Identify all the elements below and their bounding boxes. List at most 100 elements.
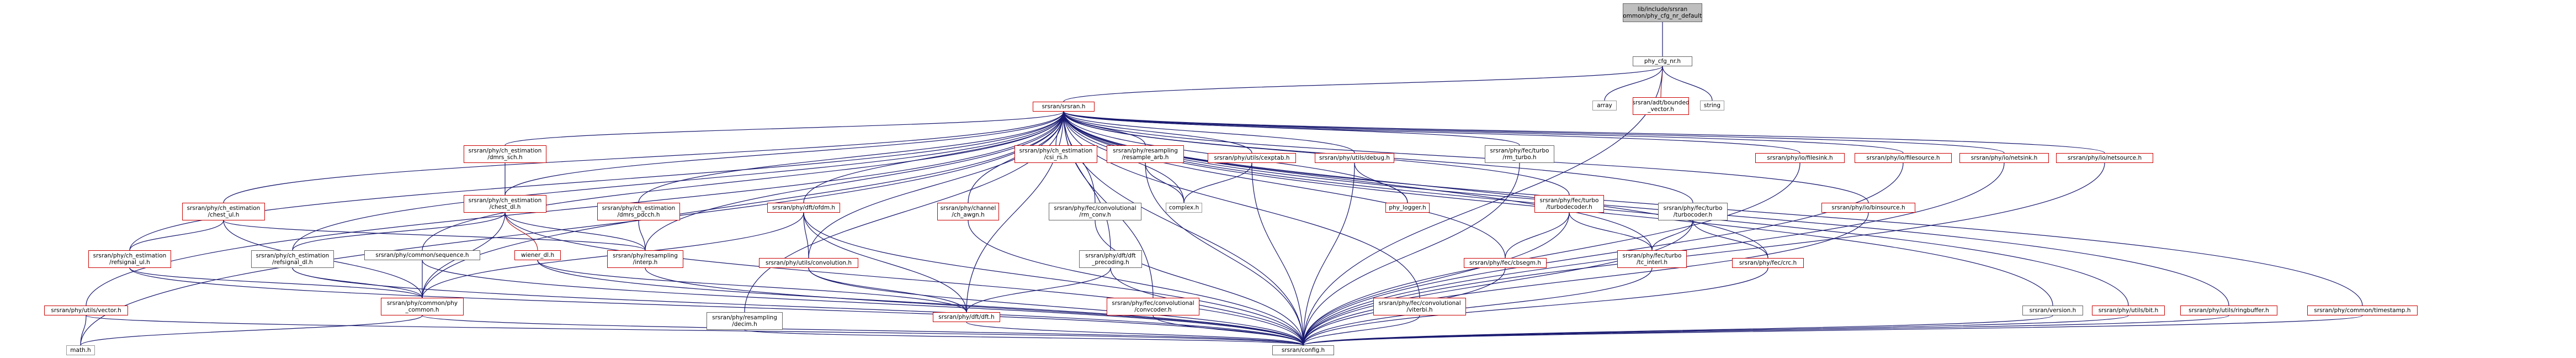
node-interp[interactable]: srsran/phy/resampling/interp.h [607,250,683,268]
edge-node-chest-dl-to-node-interp [504,212,646,251]
node-label: srsran/phy/utils/convolution.h [765,259,852,266]
edge-node-wiener-dl-to-node-config-h [537,260,1304,346]
edge-node-binsource-to-node-config-h [1303,212,1869,346]
edge-node-turbodecoder-to-node-config-h [1303,212,1570,346]
node-label: srsran/phy/utils/bit.h [2098,307,2159,314]
node-label: srsran/phy/fec/cbsegm.h [1469,259,1541,266]
node-label: srsran/phy/fec/convolutional [1378,299,1461,307]
edge-node-filesource-to-node-config-h [1303,162,1904,346]
node-dmrs-pdcch[interactable]: srsran/phy/ch_estimation/dmrs_pdcch.h [597,203,680,220]
node-cexptab[interactable]: srsran/phy/utils/cexptab.h [1208,153,1296,163]
node-phy-common[interactable]: srsran/phy/common/phy_common.h [381,298,464,315]
node-label: _vector.h [1648,106,1674,113]
edge-node-refsignal-dl-to-node-config-h [292,267,1304,346]
edge-node-filesink-to-node-config-h [1303,162,1800,346]
node-phy-cfg-nr[interactable]: phy_cfg_nr.h [1633,56,1692,66]
node-label: /turbocoder.h [1673,212,1713,218]
node-label: /interp.h [633,259,658,266]
node-label: srsran/phy/io/netsink.h [1970,154,2038,161]
node-ringbuffer[interactable]: srsran/phy/utils/ringbuffer.h [2180,306,2277,315]
node-ofdm[interactable]: srsran/phy/dft/ofdm.h [767,203,840,213]
node-label: /rm_turbo.h [1502,154,1537,161]
node-filesource[interactable]: srsran/phy/io/filesource.h [1855,153,1952,163]
edge-node-convolution-to-node-dft [808,267,967,313]
node-label: srsran/phy/io/netsource.h [2067,154,2142,161]
edge-node-phy-common-to-node-config-h [422,315,1304,346]
edge-node-srsran-h-to-node-dmrs-sch [504,111,1064,146]
edge-node-turbodecoder-to-node-tc-interl [1569,212,1653,251]
node-label: srsran/phy/dft/ofdm.h [772,204,836,211]
node-crc[interactable]: srsran/phy/fec/crc.h [1732,258,1804,268]
node-rm-conv[interactable]: srsran/phy/fec/convolutional/rm_conv.h [1049,203,1141,220]
node-wiener-dl[interactable]: wiener_dl.h [514,250,561,260]
node-label: srsran/phy/io/filesink.h [1767,154,1833,161]
node-chest-ul[interactable]: srsran/phy/ch_estimation/chest_ul.h [182,203,265,220]
node-label: srsran/phy/ch_estimation [602,204,676,212]
node-convcoder[interactable]: srsran/phy/fec/convolutional/convcoder.h [1107,298,1199,315]
node-label: /chest_ul.h [208,212,240,218]
node-viterbi[interactable]: srsran/phy/fec/convolutional/viterbi.h [1373,298,1466,315]
node-label: srsran/phy/fec/convolutional [1054,204,1136,212]
node-turbocoder[interactable]: srsran/phy/fec/turbo/turbocoder.h [1658,203,1728,220]
node-bit[interactable]: srsran/phy/utils/bit.h [2092,306,2165,315]
edge-node-srsran-h-to-node-ringbuffer [1063,111,2229,306]
node-bounded-vector[interactable]: srsran/adt/bounded_vector.h [1633,97,1689,115]
node-label: string [1703,102,1721,109]
node-label: math.h [70,346,91,354]
node-refsignal-ul[interactable]: srsran/phy/ch_estimation/refsignal_ul.h [88,250,171,268]
edge-node-netsource-to-node-config-h [1303,162,2105,346]
node-label: /tc_interl.h [1636,259,1668,266]
node-csi-rs[interactable]: srsran/phy/ch_estimation/csi_rs.h [1015,145,1097,163]
node-label: srsran/phy/ch_estimation [93,252,167,259]
edge-node-chest-ul-to-node-refsignal-ul [129,220,224,251]
node-debug[interactable]: srsran/phy/utils/debug.h [1315,153,1394,163]
node-dft-precoding[interactable]: srsran/phy/dft/dft_precoding.h [1079,250,1142,268]
node-root-line1: lib/include/srsran [1637,6,1688,13]
edge-node-crc-to-node-config-h [1303,267,1768,346]
edge-node-vector-to-node-config-h [86,315,1304,346]
edge-node-resample-arb-to-node-complex-h [1145,162,1185,203]
edge-node-refsignal-ul-to-node-phy-common [129,267,423,298]
node-rm-turbo[interactable]: srsran/phy/fec/turbo/rm_turbo.h [1485,145,1554,163]
node-dmrs-sch[interactable]: srsran/phy/ch_estimation/dmrs_sch.h [464,145,546,163]
node-config-h[interactable]: srsran/config.h [1272,345,1334,355]
node-chest-dl[interactable]: srsran/phy/ch_estimation/chest_dl.h [464,195,546,213]
edge-node-turbodecoder-to-node-cbsegm [1505,212,1570,259]
node-label: srsran/phy/fec/turbo [1490,147,1549,154]
node-srsran-h[interactable]: srsran/srsran.h [1033,102,1095,112]
node-phy-logger[interactable]: phy_logger.h [1385,203,1430,213]
node-sequence[interactable]: srsran/phy/common/sequence.h [364,250,480,260]
edge-node-debug-to-node-phy-logger [1354,162,1408,203]
edge-node-ofdm-to-node-convolution [803,212,809,259]
node-binsource[interactable]: srsran/phy/io/binsource.h [1821,203,1915,213]
node-label: srsran/phy/dft/dft.h [938,313,995,320]
node-netsink[interactable]: srsran/phy/io/netsink.h [1959,153,2049,163]
node-label: srsran/phy/resampling [1113,147,1178,154]
node-filesink[interactable]: srsran/phy/io/filesink.h [1755,153,1845,163]
edge-node-srsran-h-to-node-refsignal-dl [292,111,1064,251]
node-cbsegm[interactable]: srsran/phy/fec/cbsegm.h [1464,258,1547,268]
node-dft[interactable]: srsran/phy/dft/dft.h [933,312,1000,322]
edge-node-vector-to-node-math-h [80,315,87,346]
node-ch-awgn[interactable]: srsran/phy/channel/ch_awgn.h [937,203,999,220]
node-turbodecoder[interactable]: srsran/phy/fec/turbo/turbodecoder.h [1534,195,1604,213]
node-label: /rm_conv.h [1079,212,1111,218]
node-string: string [1700,101,1724,110]
node-tc-interl[interactable]: srsran/phy/fec/turbo/tc_interl.h [1617,250,1687,268]
node-resample-arb[interactable]: srsran/phy/resampling/resample_arb.h [1107,145,1184,163]
node-vector[interactable]: srsran/phy/utils/vector.h [44,306,128,315]
node-convolution[interactable]: srsran/phy/utils/convolution.h [759,258,858,268]
edge-node-srsran-h-to-node-cexptab [1063,111,1252,154]
edge-node-phy-cfg-nr-to-node-config-h [1303,66,1663,346]
dependency-edges [80,22,2363,346]
node-decim[interactable]: srsran/phy/resampling/decim.h [707,312,783,330]
node-refsignal-dl[interactable]: srsran/phy/ch_estimation/refsignal_dl.h [251,250,334,268]
edge-node-timestamp-to-node-config-h [1303,315,2363,346]
node-timestamp[interactable]: srsran/phy/common/timestamp.h [2307,306,2418,315]
node-label: srsran/phy/fec/convolutional [1112,299,1194,307]
edge-node-ofdm-to-node-config-h [803,212,1304,346]
node-version[interactable]: srsran/version.h [2022,306,2083,315]
node-netsource[interactable]: srsran/phy/io/netsource.h [2056,153,2153,163]
node-label: srsran/phy/io/filesource.h [1866,154,1940,161]
edge-node-bit-to-node-config-h [1303,315,2129,346]
